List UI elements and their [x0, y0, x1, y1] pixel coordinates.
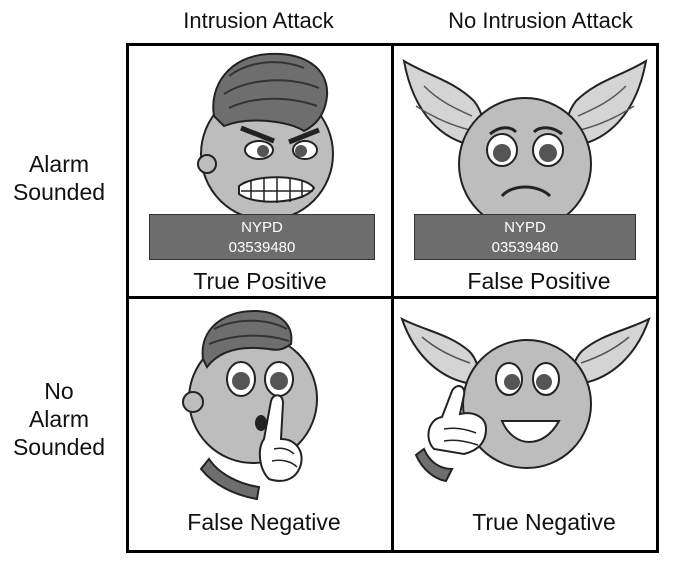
label-true-negative: True Negative	[472, 509, 616, 535]
row-header-line: No	[44, 378, 74, 404]
label-false-positive: False Positive	[467, 268, 611, 294]
cell-false-positive: NYPD 03539480 False Positive	[394, 46, 656, 296]
label-true-positive: True Positive	[193, 268, 327, 294]
row-header-line: Sounded	[12, 434, 106, 460]
cell-true-negative: True Negative	[394, 299, 656, 550]
cell-true-positive: NYPD 03539480 True Positive	[129, 46, 391, 296]
mugshot-plate: NYPD 03539480	[149, 214, 375, 260]
row-header-line: Alarm	[28, 151, 90, 177]
row-header-line: Sounded	[12, 179, 106, 205]
column-header-intrusion-attack: Intrusion Attack	[183, 8, 334, 33]
mugshot-plate: NYPD 03539480	[414, 214, 636, 260]
label-false-negative: False Negative	[187, 509, 341, 535]
plate-line: NYPD	[504, 219, 546, 236]
row-header-alarm-sounded: Alarm Sounded	[0, 150, 118, 206]
plate-line: 03539480	[491, 239, 559, 256]
row-header-no-alarm-sounded: No Alarm Sounded	[0, 377, 118, 461]
angry-punk-emoji-icon	[197, 52, 334, 221]
grid-horizontal-divider	[126, 296, 659, 299]
shushing-punk-emoji-icon	[182, 309, 318, 501]
row-header-line: Alarm	[28, 406, 90, 432]
cell-false-negative: False Negative	[129, 299, 391, 550]
plate-line: NYPD	[241, 219, 283, 236]
happy-winged-thumbs-up-emoji-icon	[400, 317, 651, 483]
plate-line: 03539480	[228, 239, 296, 256]
column-header-no-intrusion-attack: No Intrusion Attack	[448, 8, 633, 33]
sad-winged-emoji-icon	[402, 59, 648, 231]
